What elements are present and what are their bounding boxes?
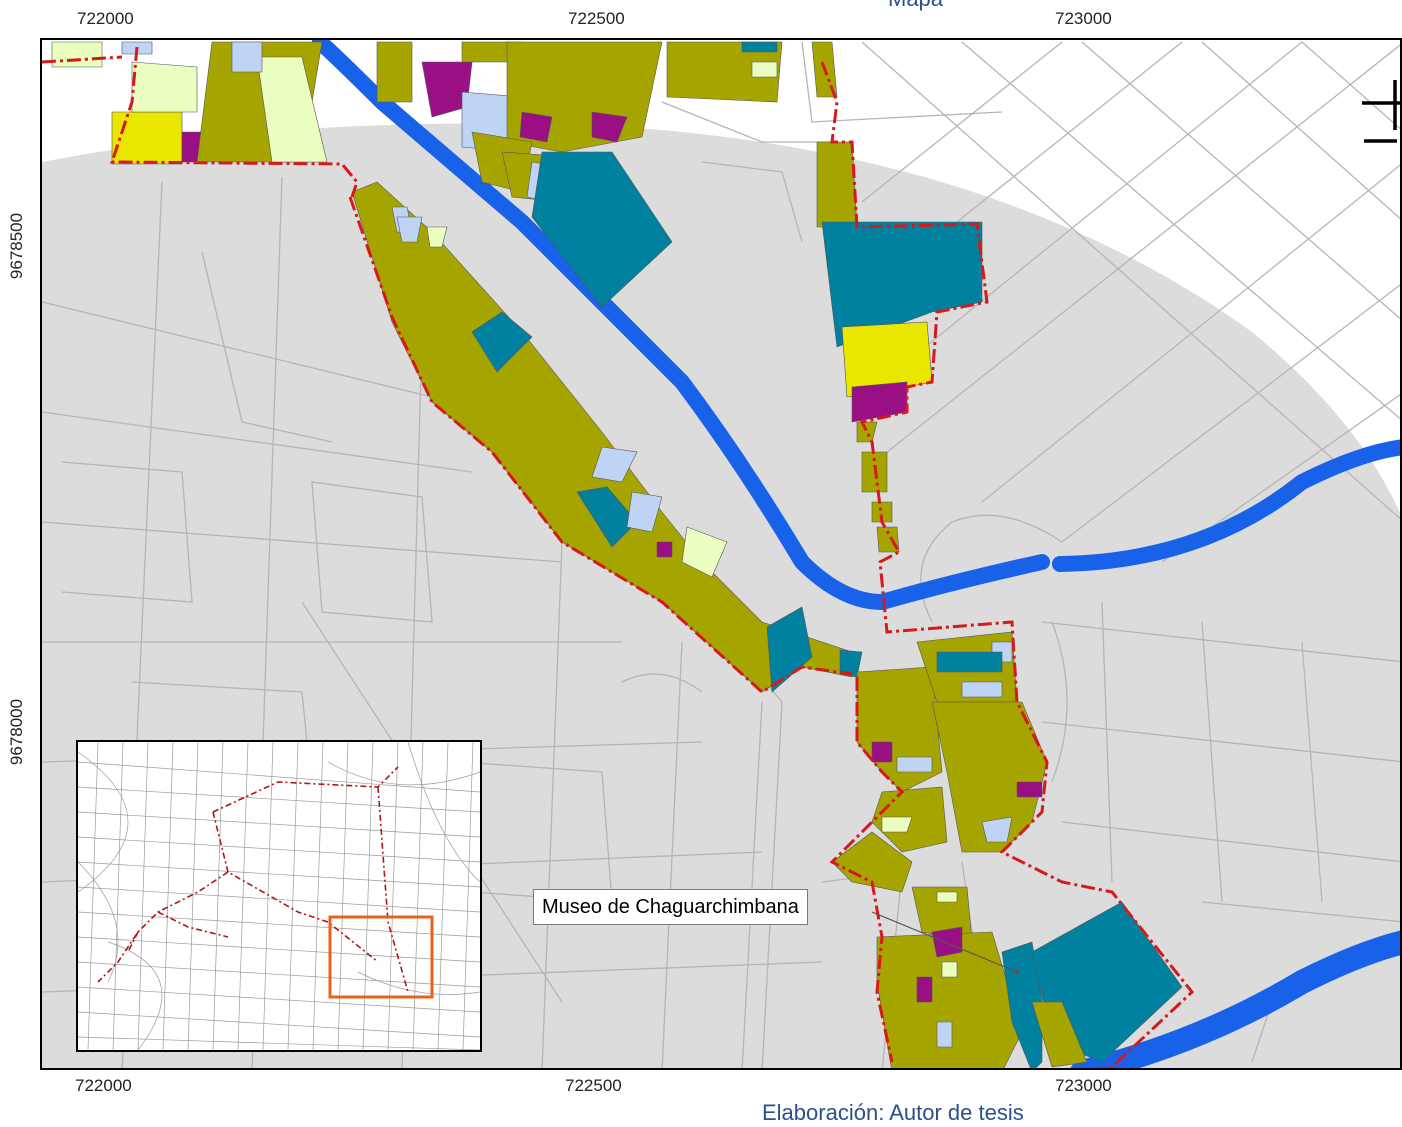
north-arrow-icon [1362, 80, 1400, 143]
grid-label-bottom-722500: 722500 [565, 1076, 622, 1095]
river [312, 40, 1400, 1068]
inset-highlight-rect [328, 915, 434, 999]
parcels-north-central [376, 41, 838, 308]
parcels-northwest [51, 41, 328, 165]
inset-route [97, 766, 409, 993]
grid-label-top-722500: 722500 [568, 9, 625, 28]
parcels-corridor [351, 181, 863, 693]
parcels-northeast-column [816, 141, 983, 553]
inset-map [76, 740, 482, 1052]
grid-label-top-723000: 723000 [1055, 9, 1112, 28]
grid-label-bottom-722000: 722000 [75, 1076, 132, 1095]
map-header-text: Mapa [888, 0, 943, 12]
callout-leader [871, 911, 1018, 973]
callout-anchor [1014, 969, 1020, 975]
inset-street-network [78, 742, 480, 1050]
parcels-south [831, 631, 1183, 1068]
grid-label-bottom-723000: 723000 [1055, 1076, 1112, 1095]
study-area-boundary [42, 46, 1195, 1068]
callout-label-museo: Museo de Chaguarchimbana [533, 889, 808, 925]
grid-label-left-9678500: 9678500 [7, 212, 27, 280]
grid-label-left-9678000: 9678000 [7, 698, 27, 766]
inset-map-canvas [78, 742, 480, 1050]
grid-label-top-722000: 722000 [77, 9, 134, 28]
map-footer-credit: Elaboración: Autor de tesis [762, 1100, 1024, 1125]
